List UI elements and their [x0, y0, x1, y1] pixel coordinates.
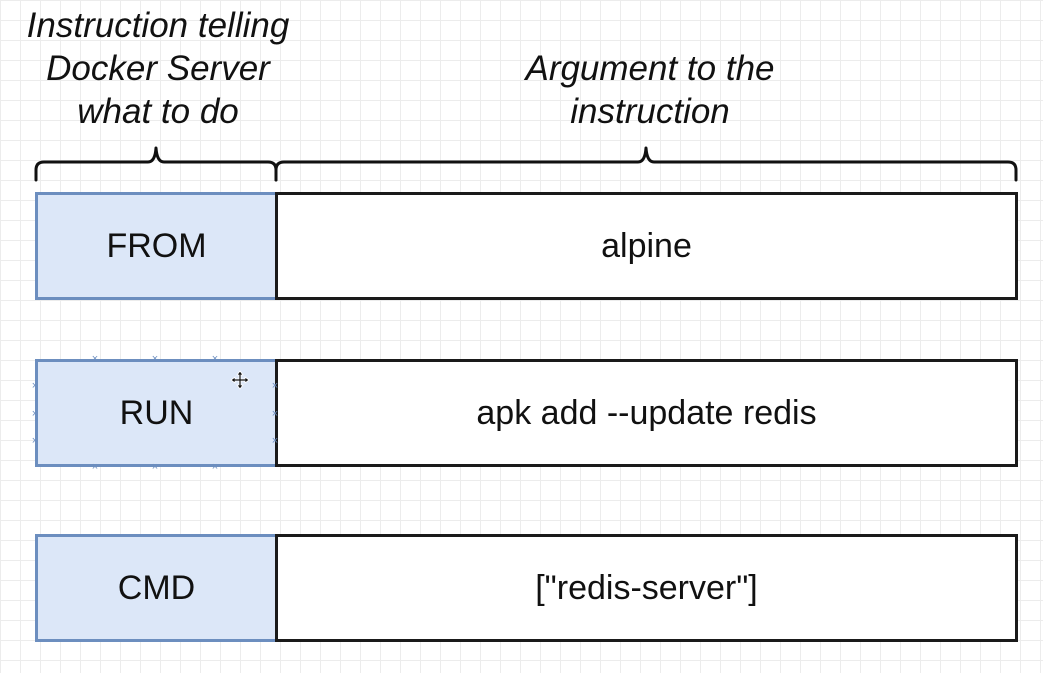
argument-cell[interactable]: alpine: [275, 192, 1018, 300]
selection-handle-icon[interactable]: ×: [211, 353, 219, 365]
selection-handle-icon[interactable]: ×: [91, 353, 99, 365]
argument-cell[interactable]: ["redis-server"]: [275, 534, 1018, 642]
move-cursor-icon: [230, 370, 250, 390]
selection-handle-icon[interactable]: ×: [211, 461, 219, 473]
selection-handle-icon[interactable]: ×: [151, 461, 159, 473]
selection-handle-icon[interactable]: ×: [271, 380, 279, 392]
selection-handle-icon[interactable]: ×: [151, 353, 159, 365]
braces: [34, 146, 1018, 182]
selection-handle-icon[interactable]: ×: [31, 408, 39, 420]
instruction-cell[interactable]: CMD: [35, 534, 275, 642]
instruction-brace: [34, 146, 278, 182]
instruction-caption: Instruction telling Docker Server what t…: [26, 6, 290, 131]
argument-brace: [274, 146, 1018, 182]
instruction-cell[interactable]: FROM: [35, 192, 275, 300]
argument-cell[interactable]: apk add --update redis: [275, 359, 1018, 467]
selection-handle-icon[interactable]: ×: [271, 408, 279, 420]
selection-handle-icon[interactable]: ×: [31, 380, 39, 392]
selection-handle-icon[interactable]: ×: [31, 435, 39, 447]
selection-handle-icon[interactable]: ×: [271, 435, 279, 447]
selection-handle-icon[interactable]: ×: [91, 461, 99, 473]
argument-caption: Argument to the instruction: [525, 49, 775, 131]
